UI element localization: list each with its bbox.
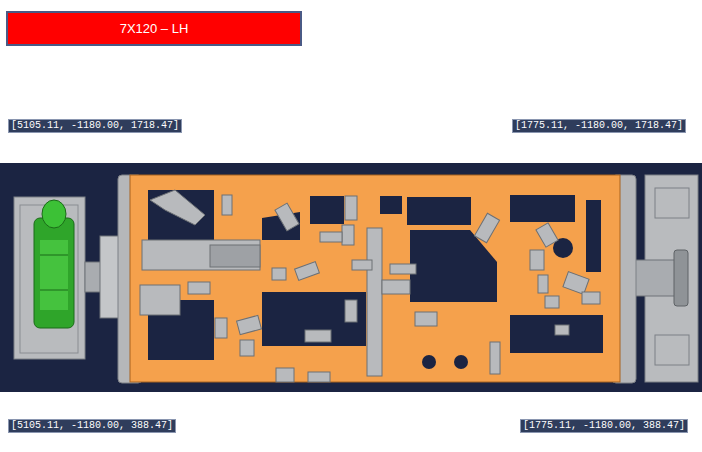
base-plate [130,175,620,382]
motor [34,200,74,328]
right-base-edge [655,335,689,365]
clamp-units [140,190,600,382]
coordinate-label: [5105.11, -1180.00, 1718.47] [8,119,182,133]
coordinate-label: [1775.11, -1180.00, 1718.47] [512,119,686,133]
left-flange [100,236,120,318]
coordinate-label: [1775.11, -1180.00, 388.47] [520,419,688,433]
right-disc [674,250,688,306]
title-text: 7X120 – LH [120,21,189,36]
left-base [14,197,85,359]
right-base-edge [655,188,689,218]
title-box: 7X120 – LH [6,11,302,46]
coordinate-label: [5105.11, -1180.00, 388.47] [8,419,176,433]
background-band [0,163,702,392]
